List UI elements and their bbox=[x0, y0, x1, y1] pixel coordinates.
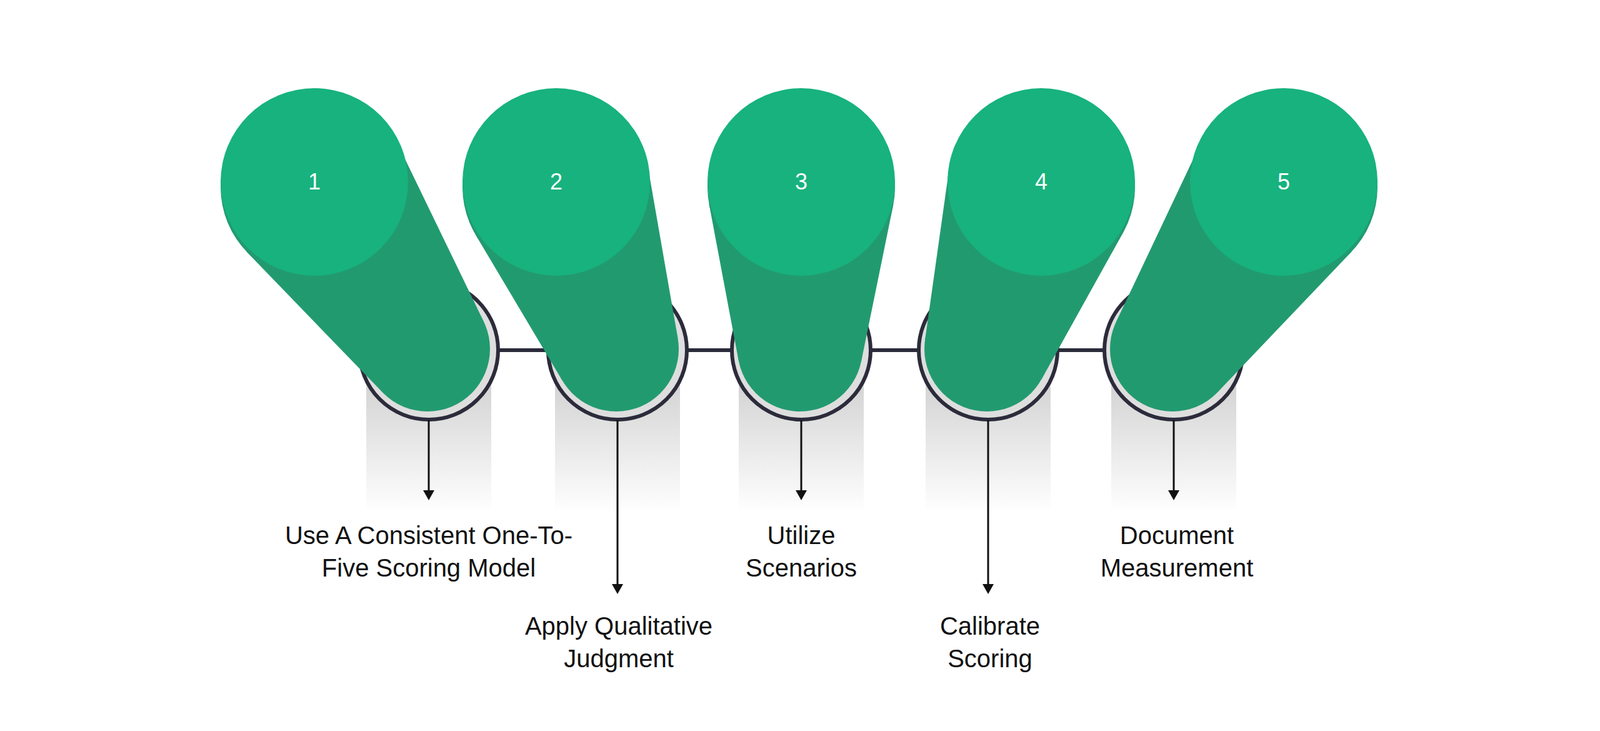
cylinder-top bbox=[1190, 88, 1378, 276]
leader-line bbox=[987, 420, 990, 585]
leader-line bbox=[616, 420, 619, 585]
step-ring: 4Calibrate Scoring bbox=[916, 278, 1060, 422]
cylinder-end bbox=[553, 286, 679, 412]
arrow-head bbox=[795, 490, 807, 500]
arrow-head bbox=[423, 490, 435, 500]
step-ring: 3Utilize Scenarios bbox=[730, 278, 873, 422]
cylinder-top bbox=[220, 88, 409, 276]
step-label: Apply Qualitative Judgment bbox=[481, 609, 757, 675]
step-number: 1 bbox=[276, 169, 352, 195]
cylinder-rim bbox=[947, 93, 1135, 281]
arrow-head bbox=[982, 583, 994, 594]
step-ring: 2Apply Qualitative Judgment bbox=[546, 278, 689, 422]
connector-line bbox=[498, 350, 548, 351]
connector-line bbox=[687, 350, 732, 351]
cylinder-end bbox=[924, 286, 1050, 412]
cylinder-rim bbox=[1190, 93, 1378, 281]
cylinder-rim bbox=[220, 93, 409, 281]
step-label: Use A Consistent One-To-Five Scoring Mod… bbox=[278, 518, 579, 584]
step-label: Utilize Scenarios bbox=[720, 518, 883, 584]
connector-line bbox=[871, 350, 919, 351]
cylinder-end bbox=[365, 286, 490, 412]
step-number: 5 bbox=[1246, 169, 1322, 195]
cylinder-body bbox=[475, 170, 678, 381]
leader-line bbox=[800, 420, 803, 492]
leader-line bbox=[1173, 420, 1175, 492]
arrow-head bbox=[1168, 490, 1180, 500]
cylinder-body bbox=[709, 204, 894, 362]
cylinder-end bbox=[1110, 286, 1235, 412]
cylinder-top bbox=[462, 88, 650, 276]
leader-line bbox=[428, 420, 430, 492]
cylinder-top bbox=[707, 88, 895, 276]
cylinder-rim bbox=[462, 93, 650, 281]
step-number: 4 bbox=[1003, 169, 1079, 195]
step-number: 2 bbox=[518, 169, 594, 195]
cylinder-body bbox=[1116, 146, 1352, 392]
cylinder-end bbox=[737, 286, 863, 412]
step-label: Calibrate Scoring bbox=[905, 609, 1075, 675]
cylinder-body bbox=[925, 173, 1124, 380]
arrow-head bbox=[611, 583, 624, 594]
step-label: Document Measurement bbox=[1064, 518, 1290, 584]
cylinder-body bbox=[246, 146, 484, 393]
cylinder-rim bbox=[707, 93, 895, 281]
step-number: 3 bbox=[763, 169, 839, 195]
connector-line bbox=[1058, 350, 1104, 351]
step-ring: 1Use A Consistent One-To-Five Scoring Mo… bbox=[357, 278, 500, 422]
step-ring: 5Document Measurement bbox=[1102, 278, 1245, 422]
cylinder-top bbox=[947, 88, 1135, 276]
